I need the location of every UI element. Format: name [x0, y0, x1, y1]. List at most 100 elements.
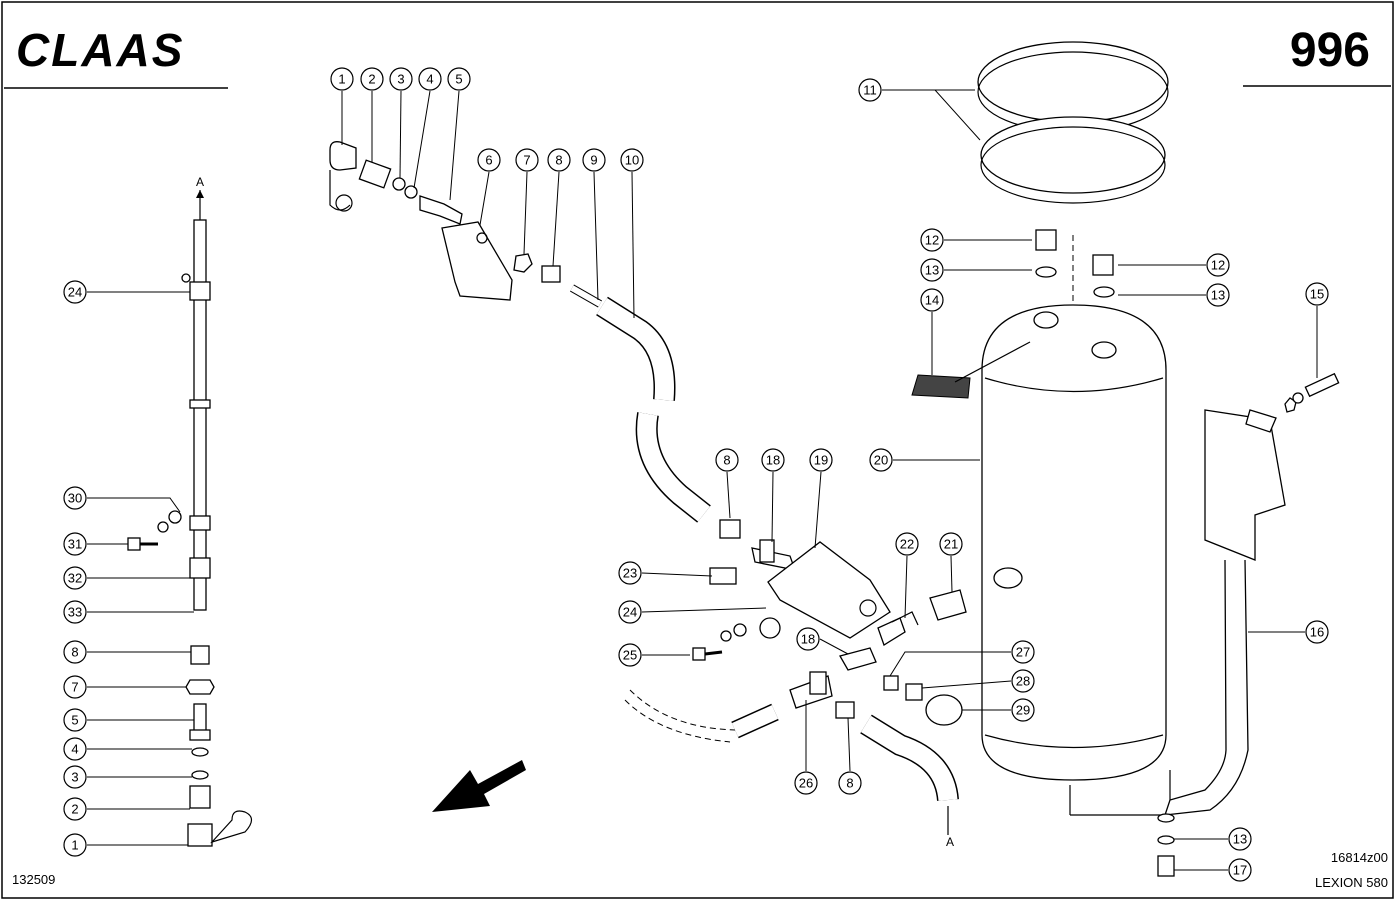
callout-circle [794, 771, 818, 795]
callout-circle [418, 67, 442, 91]
callout-25: 25 [618, 643, 690, 667]
callout-number: 5 [455, 72, 462, 87]
callout-circle [63, 675, 87, 699]
leader-line [921, 680, 1012, 689]
callout-number: 1 [338, 72, 345, 87]
callout-number: 32 [68, 571, 82, 586]
callout-circle [796, 627, 820, 651]
callout-circle [715, 448, 739, 472]
leader-line [726, 471, 731, 519]
leader-line [882, 89, 981, 141]
callout-number: 11 [863, 83, 877, 98]
callout-31: 31 [63, 532, 128, 556]
hose-end-label-bottom: A [946, 835, 954, 849]
air-tank [911, 229, 1171, 816]
callout-circle [809, 448, 833, 472]
callout-circle [63, 280, 87, 304]
callout-9: 9 [582, 148, 606, 301]
callout-circle [547, 148, 571, 172]
callout-8: 8 [63, 640, 191, 664]
callout-circle [63, 797, 87, 821]
callout-number: 4 [426, 72, 433, 87]
callout-circle [63, 600, 87, 624]
callout-18: 18 [796, 627, 849, 655]
callout-4: 4 [63, 737, 192, 761]
callout-number: 2 [71, 802, 78, 817]
callout-number: 21 [944, 537, 958, 552]
callout-1: 1 [330, 67, 354, 145]
callout-circle [1305, 282, 1329, 306]
callout-13: 13 [920, 258, 1032, 282]
hose-end-label-top: A [196, 175, 204, 189]
leader-line [479, 171, 490, 226]
callout-10: 10 [620, 148, 644, 319]
leader-line [819, 638, 849, 655]
leader-line [87, 497, 181, 513]
callout-number: 15 [1310, 287, 1324, 302]
callout-circle [838, 771, 862, 795]
callout-number: 3 [71, 770, 78, 785]
callout-number: 2 [368, 72, 375, 87]
callout-13: 13 [1118, 283, 1230, 307]
callout-number: 9 [590, 153, 597, 168]
callout-circle [1206, 253, 1230, 277]
callout-circle [63, 566, 87, 590]
callout-8: 8 [838, 717, 862, 795]
callout-circle [63, 737, 87, 761]
callout-circle [515, 148, 539, 172]
callout-number: 24 [623, 605, 637, 620]
leader-line [889, 651, 1011, 677]
callout-number: 1 [71, 838, 78, 853]
callout-21: 21 [939, 532, 963, 593]
callout-number: 30 [68, 491, 82, 506]
callout-number: 12 [1211, 258, 1225, 273]
callout-circle [920, 228, 944, 252]
callout-number: 3 [397, 72, 404, 87]
callout-18: 18 [761, 448, 785, 543]
callout-number: 14 [925, 293, 939, 308]
callout-circle [1305, 620, 1329, 644]
callout-circle [761, 448, 785, 472]
callout-32: 32 [63, 566, 194, 590]
callout-number: 27 [1016, 645, 1030, 660]
model-name: LEXION 580 [1315, 875, 1388, 890]
tank-bracket [1157, 372, 1340, 877]
callout-24: 24 [618, 600, 767, 624]
leader-line [523, 171, 528, 255]
callout-circle [63, 708, 87, 732]
callout-circle [63, 486, 87, 510]
callout-number: 18 [766, 453, 780, 468]
callout-7: 7 [63, 675, 186, 699]
callout-circle [389, 67, 413, 91]
callout-circle [1011, 640, 1035, 664]
callout-number: 33 [68, 605, 82, 620]
callout-6: 6 [477, 148, 501, 226]
callout-circle [620, 148, 644, 172]
callout-19: 19 [809, 448, 833, 549]
callout-12: 12 [920, 228, 1032, 252]
callout-number: 13 [1233, 832, 1247, 847]
callout-circle [582, 148, 606, 172]
callout-3: 3 [389, 67, 413, 179]
drawing-id: 132509 [12, 872, 55, 887]
callout-number: 8 [723, 453, 730, 468]
callout-circle [1228, 858, 1252, 882]
callout-number: 18 [801, 632, 815, 647]
callout-number: 13 [1211, 288, 1225, 303]
callout-27: 27 [889, 640, 1035, 677]
callout-number: 7 [71, 680, 78, 695]
callout-number: 29 [1016, 703, 1030, 718]
figure-code: 16814z00 [1331, 850, 1388, 865]
callout-29: 29 [962, 698, 1035, 722]
callout-30: 30 [63, 486, 181, 513]
callout-circle [858, 78, 882, 102]
leader-line [814, 471, 822, 549]
callout-20: 20 [869, 448, 980, 472]
callout-circle [63, 640, 87, 664]
callout-number: 25 [623, 648, 637, 663]
leader-line [641, 607, 767, 613]
callout-24: 24 [63, 280, 190, 304]
callout-number: 6 [485, 153, 492, 168]
